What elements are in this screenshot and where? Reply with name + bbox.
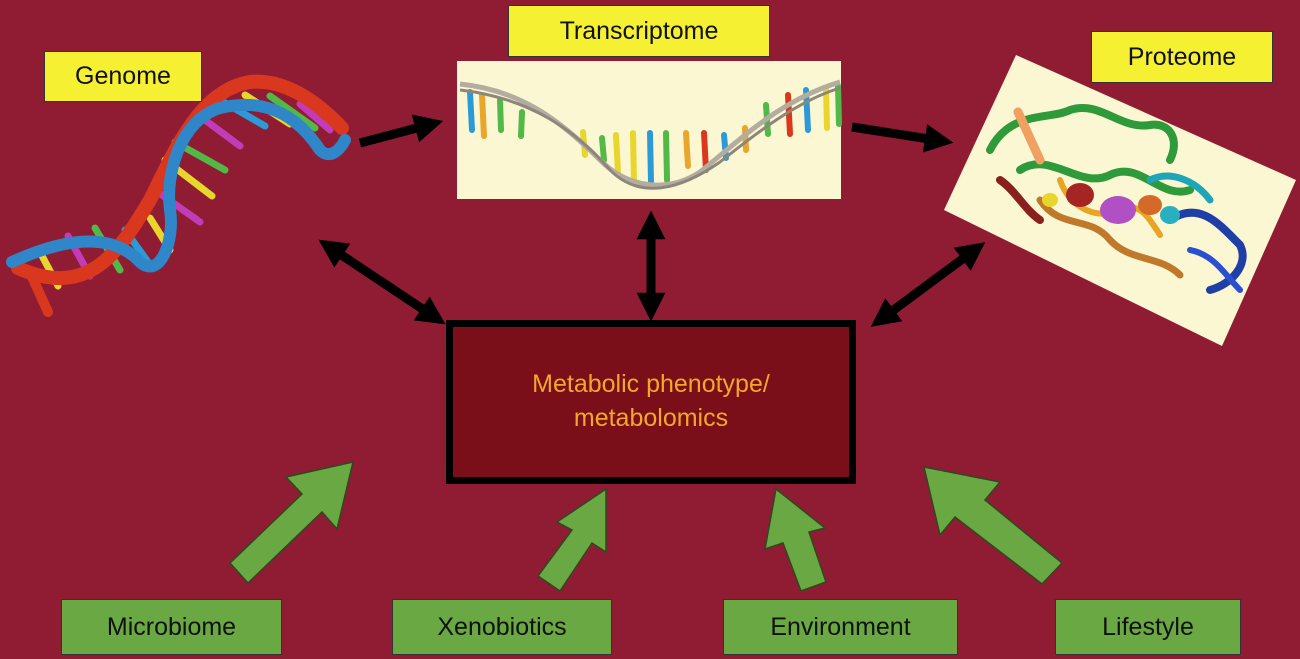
transcriptome-label: Transcriptome xyxy=(508,5,770,57)
xenobiotics-label: Xenobiotics xyxy=(392,599,612,655)
green-arrow-microbiome xyxy=(228,461,355,585)
green-arrow-lifestyle xyxy=(923,466,1064,586)
proteome-label: Proteome xyxy=(1091,31,1273,83)
arrow-proteome-metabolomics xyxy=(870,242,986,327)
factor-arrows xyxy=(228,461,1064,593)
environment-label: Environment xyxy=(723,599,958,655)
green-arrow-xenobiotics xyxy=(536,487,607,593)
metabolic-phenotype-line2: metabolomics xyxy=(573,404,729,432)
green-arrow-environment xyxy=(764,487,827,592)
metabolic-phenotype-box: Metabolic phenotype/ metabolomics xyxy=(446,320,856,484)
arrow-genome-metabolomics xyxy=(318,239,446,325)
genome-label: Genome xyxy=(44,51,202,102)
arrow-transcriptome-to-proteome xyxy=(851,122,954,153)
dna-double-helix-icon xyxy=(6,74,351,317)
microbiome-label: Microbiome xyxy=(61,599,282,655)
lifestyle-label: Lifestyle xyxy=(1055,599,1241,655)
arrow-genome-to-transcriptome xyxy=(358,114,444,148)
protein-structure-icon xyxy=(944,55,1296,346)
rna-strand-icon xyxy=(457,61,842,199)
metabolic-phenotype-line1: Metabolic phenotype/ xyxy=(532,370,770,399)
omics-flow-arrows xyxy=(318,114,986,327)
